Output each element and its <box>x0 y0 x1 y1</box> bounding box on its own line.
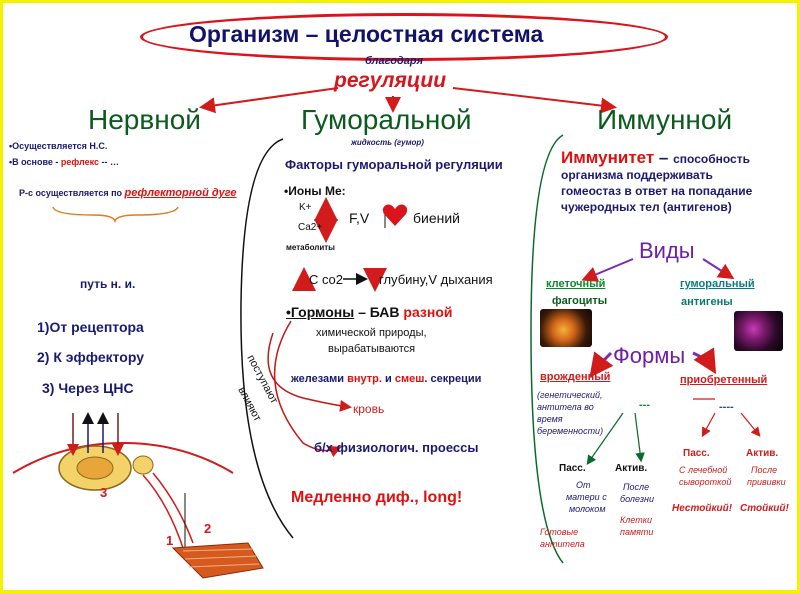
immunity-title: Иммунитет – способность <box>561 148 750 167</box>
innate-note-3: время <box>537 414 563 424</box>
reflex-arc-diagram <box>12 412 264 579</box>
ion-effect: F,V <box>349 210 370 226</box>
type-humoral: гуморальный <box>680 278 755 290</box>
innate-note-1: (генетический, <box>537 390 603 400</box>
nervous-bullet-1: •Осуществляется Н.С. <box>9 141 108 151</box>
humoral-bracket <box>240 138 294 539</box>
arrow-to-nervous <box>199 87 339 114</box>
to-blood-curve <box>267 332 352 412</box>
arrow-to-active-1 <box>634 412 645 463</box>
active-1-result-2: памяти <box>620 527 654 537</box>
passive-1-result-2: антитела <box>540 539 585 549</box>
slow-note: Медленно диф., long! <box>291 489 463 506</box>
reflex-arc-text: Р-с осуществляется по рефлекторной дуге <box>19 187 237 199</box>
passive-1-label: Пасс. <box>559 463 586 474</box>
immunity-def-2: организма поддерживать <box>561 168 713 182</box>
active-2-label: Актив. <box>746 448 779 459</box>
passive-2-label: Пасс. <box>683 448 710 459</box>
factors-title: Факторы гуморальной регуляции <box>285 157 503 172</box>
metabolites-label: метаболиты <box>286 243 336 252</box>
arrow-to-passive-1 <box>586 412 624 465</box>
nerve-impulse-path-title: путь н. и. <box>80 277 136 291</box>
antigen-image <box>734 311 783 351</box>
step-cns: 3) Через ЦНС <box>42 380 134 396</box>
passive-1-note-3: молоком <box>569 504 606 514</box>
heart-effect: биений <box>413 210 460 226</box>
hormones-line-3: вырабатываются <box>328 343 416 355</box>
ion-k: K+ <box>299 202 312 213</box>
to-bio-processes-curve <box>273 320 342 458</box>
passive-1-result-1: Готовые <box>540 527 579 537</box>
step-effector: 2) К эффектору <box>37 349 144 365</box>
immune-bracket <box>530 134 564 564</box>
heading-nervous: Нервной <box>88 104 201 135</box>
reflex-brace <box>52 206 179 224</box>
form-acquired: приобретенный <box>680 374 768 386</box>
hormones-line-2: химической природы, <box>316 327 427 339</box>
ions-title: •Ионы Ме: <box>284 184 346 198</box>
passive-1-note-2: матери с <box>566 492 607 502</box>
immunity-def-3: гомеостаз в ответ на попадание <box>561 184 753 198</box>
form-innate: врожденный <box>540 371 611 383</box>
innate-dash: --- <box>639 399 650 411</box>
forms-title: Формы <box>613 343 686 368</box>
step-receptor: 1)От рецептора <box>37 319 144 335</box>
arrow-to-humoral-type <box>702 258 735 280</box>
immunity-def-4: чужеродных тел (антигенов) <box>561 200 732 214</box>
arrow-to-active-2 <box>740 412 761 437</box>
nervous-bullet-2: •В основе - рефлекс -- … <box>9 157 120 167</box>
blood-label: кровь <box>353 402 385 416</box>
active-1-label: Актив. <box>615 463 648 474</box>
co2-label: С co2 <box>309 272 343 287</box>
type-cellular: клеточный <box>546 278 606 290</box>
breath-effect: глубину,V дыхания <box>379 272 493 287</box>
glands-line: железами внутр. и смеш. секреции <box>291 373 482 385</box>
active-2-note-1: После <box>751 465 778 475</box>
acquired-dash: ---- <box>719 401 734 413</box>
fluid-note: жидкость (гумор) <box>351 138 424 147</box>
active-1-note-2: болезни <box>620 494 654 504</box>
active-2-note-2: прививки <box>747 477 786 487</box>
passive-2-note-1: С лечебной <box>679 465 728 475</box>
phagocyte-image <box>540 309 592 347</box>
passive-2-note-2: сывороткой <box>679 477 732 487</box>
hormones-line: •Гормоны – БАВ разной <box>286 304 453 320</box>
bio-processes-label: б/х физиологич. проессы <box>314 440 479 455</box>
subtitle-main: регуляции <box>334 69 447 92</box>
diagram-label-3: 3 <box>100 485 108 500</box>
stable-label: Стойкий! <box>740 503 789 514</box>
ion-ca: Ca2+ <box>298 222 323 233</box>
diagram-label-2: 2 <box>204 521 212 536</box>
antigens-label: антигены <box>681 296 733 308</box>
unstable-label: Нестойкий! <box>672 503 733 514</box>
heart-icon <box>382 204 408 226</box>
passive-1-note-1: От <box>576 480 591 490</box>
arrow-to-acquired <box>692 347 717 375</box>
arrow-to-cellular <box>581 258 634 282</box>
arrow-to-innate <box>589 351 614 378</box>
innate-note-2: антитела во <box>537 402 594 412</box>
arrow-to-passive-2 <box>701 412 716 438</box>
active-1-note-1: После <box>623 482 650 492</box>
diagram-label-1: 1 <box>166 533 174 548</box>
active-1-result-1: Клетки <box>620 515 653 525</box>
title-oval <box>140 13 668 61</box>
diagram-canvas: Организм – целостная система благодаря р… <box>3 3 797 590</box>
phagocytes-label: фагоциты <box>552 295 608 307</box>
connector-lines <box>12 87 761 579</box>
types-title: Виды <box>639 238 695 263</box>
page-title: Организм – целостная система <box>189 21 544 47</box>
heading-humoral: Гуморальной <box>301 104 472 135</box>
innate-note-4: беременности) <box>537 426 604 436</box>
heading-immune: Иммунной <box>597 104 733 135</box>
arrow-to-immune <box>452 87 617 114</box>
subtitle-small: благодаря <box>365 55 424 67</box>
